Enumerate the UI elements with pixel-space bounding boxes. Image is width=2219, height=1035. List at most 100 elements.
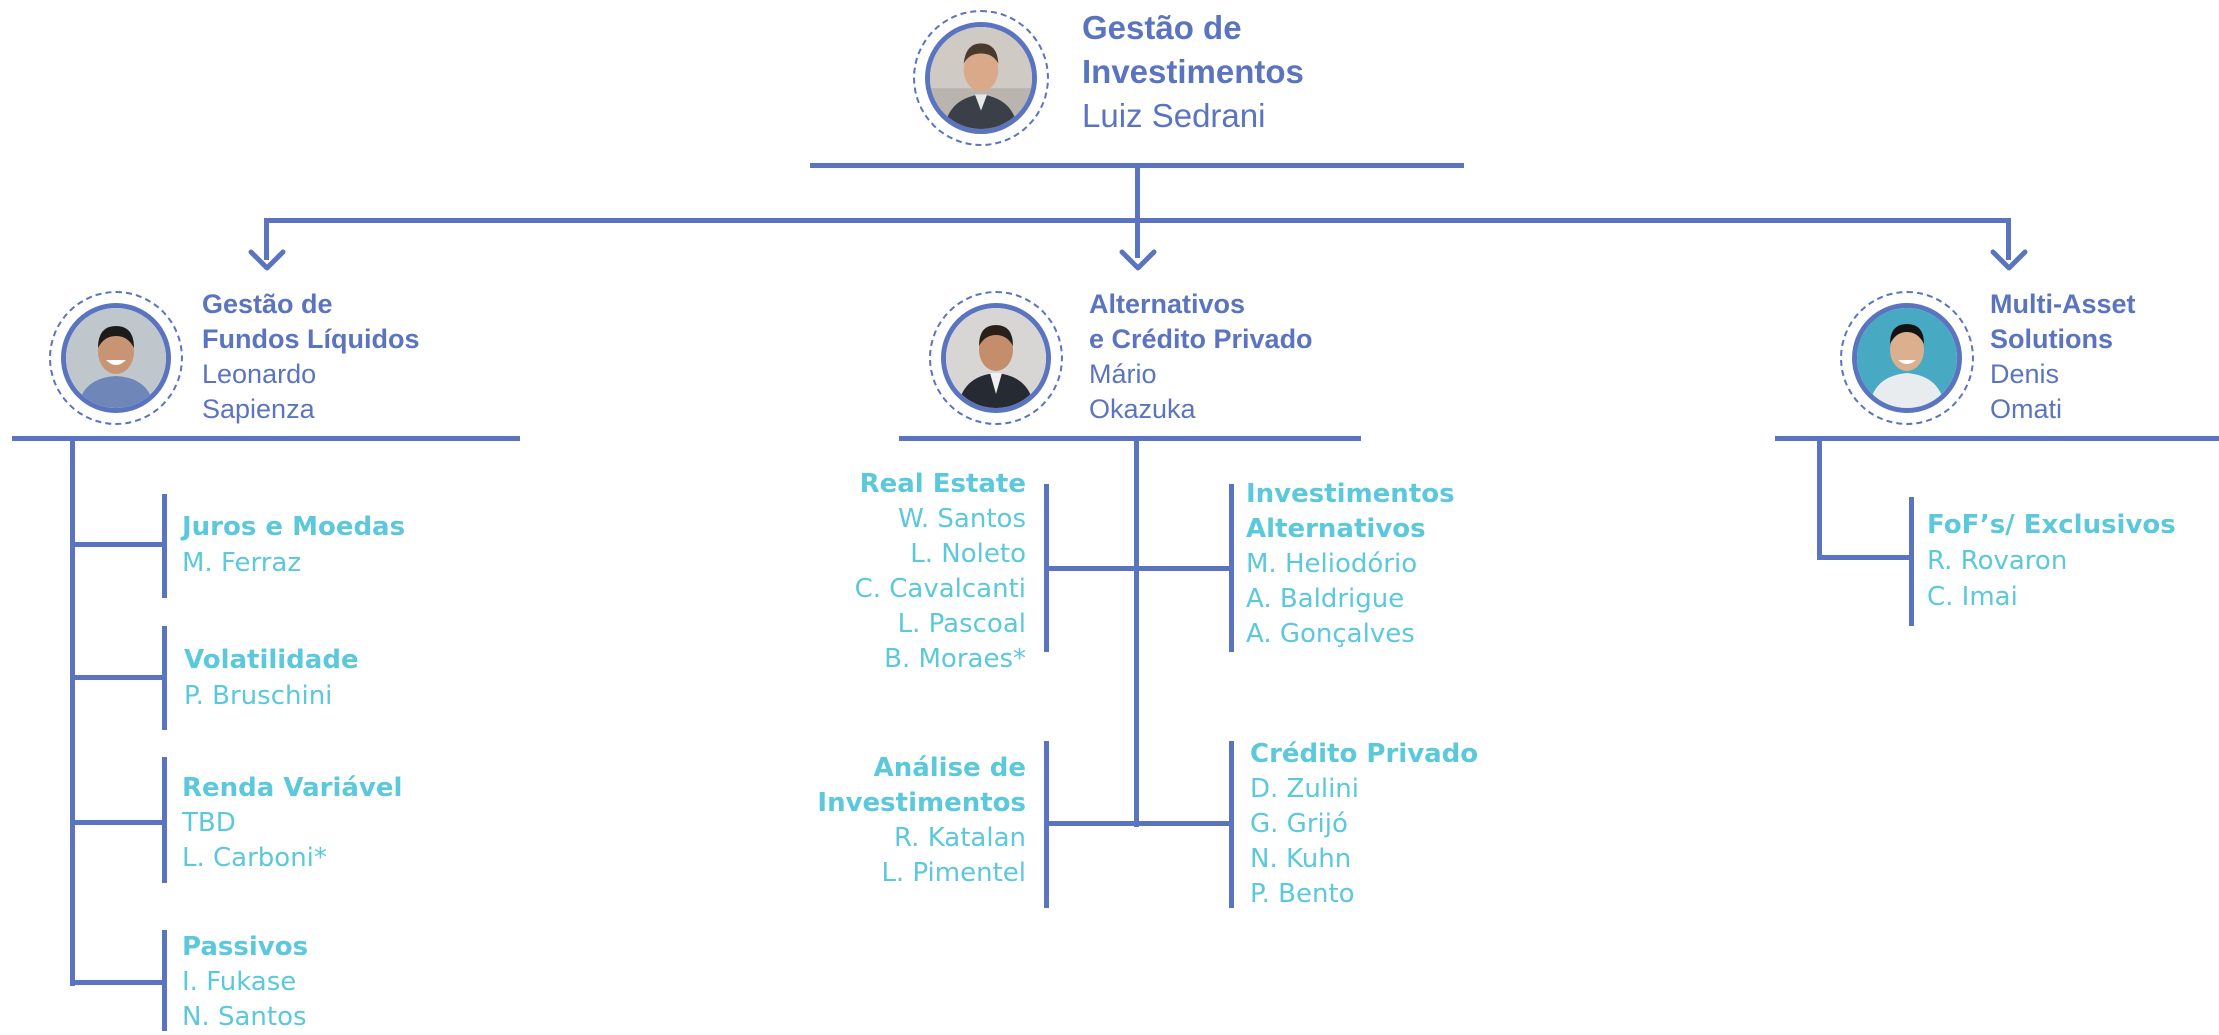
team-bracket	[1044, 741, 1049, 908]
manager-title: Multi-Asset	[1990, 289, 2136, 319]
team-bracket	[162, 626, 167, 730]
branch-connector	[70, 675, 167, 680]
team-bracket	[1229, 741, 1234, 908]
team-bracket	[162, 757, 167, 883]
team-fofs-exclusivos: FoF’s/ Exclusivos R. Rovaron C. Imai	[1927, 507, 2176, 615]
manager-title: Fundos Líquidos	[202, 324, 420, 354]
top-avatar-ring	[913, 10, 1049, 146]
team-real-estate: Real Estate W. Santos L. Noleto C. Caval…	[855, 467, 1026, 677]
team-member: L. Carboni*	[182, 843, 327, 873]
team-title: Juros e Moedas	[182, 512, 406, 542]
team-member: A. Gonçalves	[1246, 619, 1415, 649]
team-title: Investimentos	[1246, 479, 1455, 509]
team-bracket	[162, 494, 167, 598]
team-title: Renda Variável	[182, 773, 403, 803]
branch-connector	[70, 820, 167, 825]
manager-name: Luiz Sedrani	[1082, 97, 1266, 134]
top-trunk	[1135, 166, 1140, 258]
team-member: R. Katalan	[894, 823, 1026, 853]
team-member: C. Imai	[1927, 582, 2018, 612]
team-member: G. Grijó	[1250, 809, 1348, 839]
avatar	[1852, 303, 1962, 413]
team-member: L. Pimentel	[881, 858, 1026, 888]
team-analise-de-investimentos: Análise de Investimentos R. Katalan L. P…	[817, 751, 1026, 891]
top-underline	[810, 163, 1464, 168]
team-member: W. Santos	[898, 504, 1026, 534]
left-manager-label: Gestão de Fundos Líquidos Leonardo Sapie…	[202, 287, 419, 427]
team-member: B. Moraes*	[884, 644, 1026, 674]
team-bracket	[1909, 497, 1914, 626]
left-drop	[264, 218, 269, 260]
branch-connector	[70, 980, 167, 985]
right-avatar-ring	[1840, 291, 1974, 425]
team-member: L. Noleto	[910, 539, 1026, 569]
team-passivos: Passivos I. Fukase N. Santos	[182, 930, 308, 1035]
manager-title: Solutions	[1990, 324, 2113, 354]
right-manager-label: Multi-Asset Solutions Denis Omati	[1990, 287, 2136, 427]
team-member: M. Heliodório	[1246, 549, 1418, 579]
team-bracket	[1229, 484, 1234, 652]
avatar	[925, 22, 1037, 134]
team-member: N. Santos	[182, 1002, 307, 1032]
manager-title: Alternativos	[1089, 289, 1246, 319]
center-avatar-ring	[929, 291, 1063, 425]
team-member: L. Pascoal	[897, 609, 1026, 639]
branch-connector	[70, 542, 167, 547]
manager-name: Omati	[1990, 394, 2063, 424]
team-title: Crédito Privado	[1250, 739, 1479, 769]
manager-name: Denis	[1990, 359, 2060, 389]
manager-name: Mário	[1089, 359, 1157, 389]
right-tree-trunk	[1817, 438, 1822, 560]
manager-title: Gestão de	[202, 289, 333, 319]
center-underline	[899, 436, 1361, 441]
team-member: N. Kuhn	[1250, 844, 1352, 874]
team-bracket	[1044, 484, 1049, 652]
team-title: Alternativos	[1246, 514, 1426, 544]
team-title: Real Estate	[859, 469, 1026, 499]
person-photo-icon	[66, 308, 166, 408]
branch-connector	[1046, 566, 1234, 571]
left-underline	[12, 436, 520, 441]
team-member: R. Rovaron	[1927, 546, 2068, 576]
team-investimentos-alternativos: Investimentos Alternativos M. Heliodório…	[1246, 477, 1455, 652]
manager-title: Gestão de	[1082, 9, 1242, 46]
top-manager-label: Gestão de Investimentos Luiz Sedrani	[1082, 6, 1304, 138]
team-member: P. Bruschini	[184, 681, 333, 711]
horizontal-bus	[264, 218, 2011, 223]
manager-name: Leonardo	[202, 359, 317, 389]
team-member: D. Zulini	[1250, 774, 1359, 804]
team-member: C. Cavalcanti	[854, 574, 1026, 604]
manager-title: e Crédito Privado	[1089, 324, 1313, 354]
center-tree-trunk	[1134, 438, 1139, 827]
team-title: Volatilidade	[184, 645, 359, 675]
person-photo-icon	[946, 308, 1046, 408]
right-underline	[1775, 436, 2219, 441]
team-bracket	[162, 930, 167, 1031]
team-title: FoF’s/ Exclusivos	[1927, 510, 2176, 540]
manager-name: Okazuka	[1089, 394, 1196, 424]
branch-connector	[1817, 555, 1909, 560]
center-manager-label: Alternativos e Crédito Privado Mário Oka…	[1089, 287, 1313, 427]
team-volatilidade: Volatilidade P. Bruschini	[184, 642, 359, 714]
team-member: I. Fukase	[182, 967, 297, 997]
manager-name: Sapienza	[202, 394, 315, 424]
left-tree-trunk	[70, 438, 75, 986]
team-title: Análise de	[873, 753, 1026, 783]
team-member: P. Bento	[1250, 879, 1355, 909]
avatar	[61, 303, 171, 413]
team-member: A. Baldrigue	[1246, 584, 1405, 614]
team-juros-e-moedas: Juros e Moedas M. Ferraz	[182, 509, 405, 581]
team-member: M. Ferraz	[182, 548, 301, 578]
branch-connector	[1046, 821, 1234, 826]
team-renda-variavel: Renda Variável TBD L. Carboni*	[182, 771, 402, 876]
person-photo-icon	[1857, 308, 1957, 408]
person-photo-icon	[930, 27, 1032, 129]
left-avatar-ring	[49, 291, 183, 425]
team-credito-privado: Crédito Privado D. Zulini G. Grijó N. Ku…	[1250, 737, 1478, 912]
manager-title: Investimentos	[1082, 53, 1304, 90]
avatar	[941, 303, 1051, 413]
right-drop	[2006, 218, 2011, 260]
team-member: TBD	[182, 808, 236, 838]
team-title: Passivos	[182, 932, 309, 962]
team-title: Investimentos	[817, 788, 1026, 818]
